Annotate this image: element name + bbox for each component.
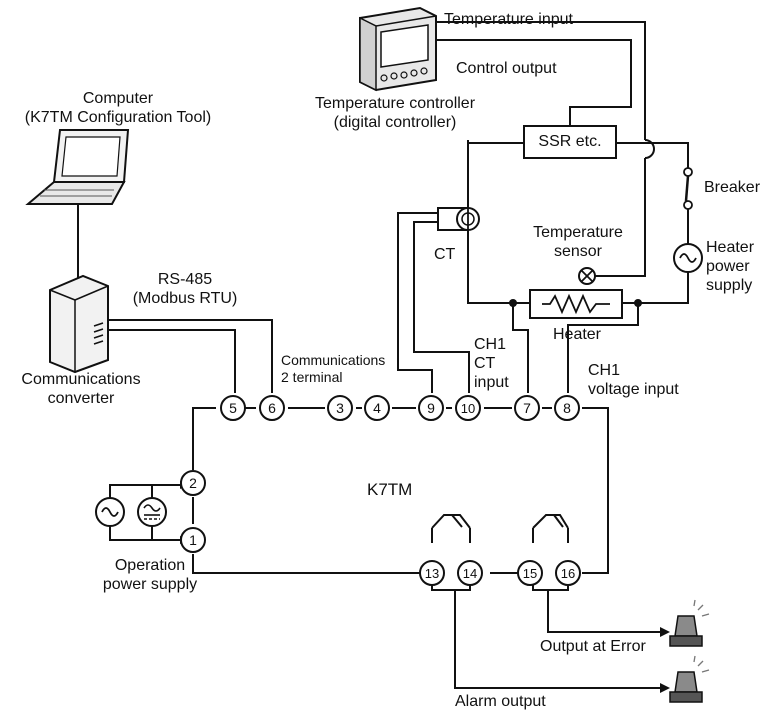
ssr-box bbox=[523, 125, 617, 159]
wire-voltage-b bbox=[567, 303, 639, 393]
breaker-label: Breaker bbox=[704, 179, 761, 196]
signal-lamp-icon bbox=[669, 655, 710, 703]
arrow-head bbox=[660, 627, 670, 637]
terminal-label: 10 bbox=[461, 401, 475, 416]
rs485-label: RS-485(Modbus RTU) bbox=[132, 271, 238, 307]
wire-power-ac bbox=[109, 484, 180, 541]
computer-label: Computer(K7TM Configuration Tool) bbox=[24, 90, 212, 126]
junction-dot bbox=[509, 299, 517, 307]
controller-label: Temperature controller(digital controlle… bbox=[314, 95, 476, 131]
ac-source-icon bbox=[673, 243, 703, 273]
transistor-15-16 bbox=[532, 514, 569, 529]
wire-heater-supply-top bbox=[616, 142, 689, 244]
terminal-label: 4 bbox=[373, 400, 381, 416]
terminal-label: 3 bbox=[336, 400, 344, 416]
terminal-1 bbox=[180, 527, 206, 553]
wire-rs485-a bbox=[108, 329, 236, 393]
ct-label: CT bbox=[434, 246, 456, 263]
wire-ssr-left bbox=[467, 140, 524, 144]
wire-k7tm-top bbox=[233, 407, 609, 574]
output-error-label: Output at Error bbox=[540, 638, 646, 655]
arrow-head bbox=[660, 683, 670, 693]
laptop-icon bbox=[25, 129, 130, 205]
terminal-6 bbox=[259, 395, 285, 421]
temperature-input-label: Temperature input bbox=[444, 11, 573, 28]
heater-icon bbox=[529, 289, 623, 319]
junction-dot bbox=[634, 299, 642, 307]
wire-ct-b bbox=[413, 221, 470, 393]
terminal-3 bbox=[327, 395, 353, 421]
wire-voltage-a bbox=[512, 303, 529, 393]
terminal-label: 6 bbox=[268, 400, 276, 416]
terminal-label: 1 bbox=[189, 532, 197, 548]
alarm-output-label: Alarm output bbox=[455, 693, 546, 710]
terminal-label: 2 bbox=[189, 475, 197, 491]
heater-label: Heater bbox=[552, 326, 602, 343]
terminal-15 bbox=[517, 560, 543, 586]
temperature-sensor-icon bbox=[578, 267, 596, 285]
terminal-label: 15 bbox=[523, 566, 537, 581]
wire-out1 bbox=[431, 528, 660, 689]
terminal-10 bbox=[455, 395, 481, 421]
ct-icon bbox=[437, 207, 480, 231]
temperature-controller-icon bbox=[359, 6, 437, 92]
terminal-7 bbox=[514, 395, 540, 421]
terminal-14 bbox=[457, 560, 483, 586]
terminal-13 bbox=[419, 560, 445, 586]
terminal-9 bbox=[418, 395, 444, 421]
transistor-13-14 bbox=[431, 514, 471, 529]
terminal-16 bbox=[555, 560, 581, 586]
wire-out2 bbox=[532, 528, 660, 633]
terminal-4 bbox=[364, 395, 390, 421]
wire-control-output bbox=[432, 39, 632, 126]
terminal-label: 16 bbox=[561, 566, 575, 581]
terminal-label: 5 bbox=[229, 400, 237, 416]
wire-temp-input bbox=[432, 21, 646, 277]
terminal-5 bbox=[220, 395, 246, 421]
converter-icon bbox=[49, 274, 109, 374]
wire-ct-a bbox=[397, 212, 442, 393]
wire-rs485-b bbox=[108, 319, 273, 393]
wire-k7tm-left bbox=[192, 407, 424, 574]
wire-heater-right bbox=[622, 272, 689, 304]
control-output-label: Control output bbox=[456, 60, 557, 77]
terminal-label: 7 bbox=[523, 400, 531, 416]
ssr-label: SSR etc. bbox=[538, 133, 602, 150]
terminal-8 bbox=[554, 395, 580, 421]
terminal-label: 9 bbox=[427, 400, 435, 416]
device-name-label: K7TM bbox=[367, 480, 413, 499]
dc-power-symbol bbox=[137, 497, 167, 527]
terminal-2 bbox=[180, 470, 206, 496]
signal-lamp-icon bbox=[669, 599, 710, 647]
wire-crossover bbox=[644, 139, 655, 159]
terminal-label: 14 bbox=[463, 566, 477, 581]
terminal-label: 8 bbox=[563, 400, 571, 416]
breaker-symbol bbox=[683, 167, 693, 210]
terminal-label: 13 bbox=[425, 566, 439, 581]
